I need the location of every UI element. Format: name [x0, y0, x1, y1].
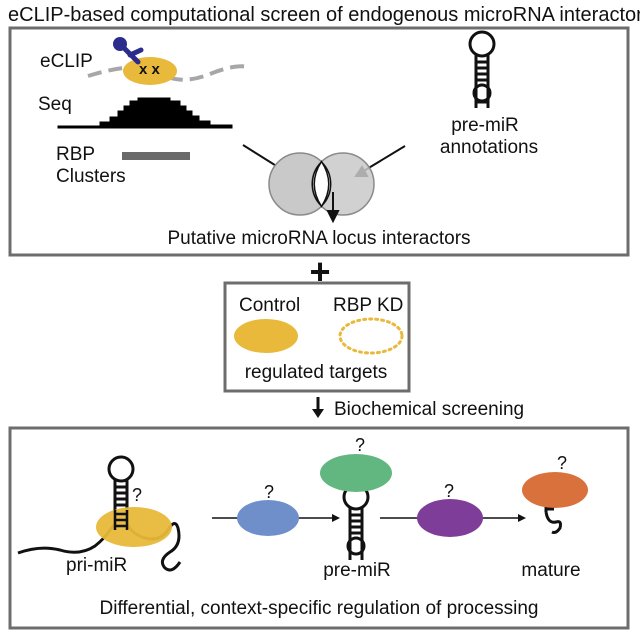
screen-panel-frame [8, 26, 630, 257]
pre-mir-label: pre-miR [323, 560, 391, 581]
premir-annotation-line2: annotations [439, 137, 539, 158]
control-ellipse [234, 319, 298, 353]
clusters-label: Clusters [56, 166, 126, 187]
pre-mir-hairpin [342, 483, 370, 560]
biochemical-screening-label: Biochemical screening [334, 399, 525, 420]
venn-down-arrow [326, 192, 340, 224]
question-mark-3: ? [355, 435, 366, 455]
premir-annotation-line1: pre-miR [451, 115, 519, 136]
rna-strand [87, 64, 249, 82]
antibody-icon [113, 37, 144, 65]
rbp-kd-label: RBP KD [333, 295, 404, 316]
rbp-cluster-bar [122, 152, 190, 160]
figure-title: eCLIP-based computational screen of endo… [8, 4, 640, 26]
pri-mir-label: pri-miR [66, 555, 128, 576]
mature-label: mature [521, 560, 581, 581]
venn-diagram [268, 152, 375, 216]
blue-rbp [237, 500, 299, 536]
kd-ellipse [338, 317, 404, 355]
control-label: Control [239, 295, 301, 316]
purple-rbp [417, 499, 483, 537]
hairpin-icon [468, 30, 496, 108]
seq-peak [57, 97, 233, 129]
question-mark-5: ? [557, 453, 568, 473]
seq-label: Seq [38, 94, 72, 115]
processing-regulation-label: Differential, context-specific regulatio… [99, 598, 539, 619]
processing-panel-frame [8, 426, 630, 630]
pri-mir-hairpin [107, 455, 135, 512]
putative-interactors-label: Putative microRNA locus interactors [167, 228, 471, 249]
eclip-label: eCLIP [40, 51, 93, 72]
plus-sign: + [309, 251, 331, 292]
down-arrow-icon [312, 397, 324, 418]
green-rbp [320, 454, 392, 492]
pri-mir-hairpin-overlay [113, 510, 129, 530]
question-mark-1: ? [132, 485, 143, 505]
regulated-targets-frame [223, 281, 411, 393]
crosslink-marks: x x [139, 61, 160, 78]
orange-rbp [522, 472, 588, 508]
pri-mir-rbp [96, 507, 172, 547]
question-mark-2: ? [264, 482, 275, 502]
regulated-targets-label: regulated targets [244, 362, 388, 383]
rbp-label: RBP [56, 144, 96, 165]
question-mark-4: ? [444, 481, 455, 501]
